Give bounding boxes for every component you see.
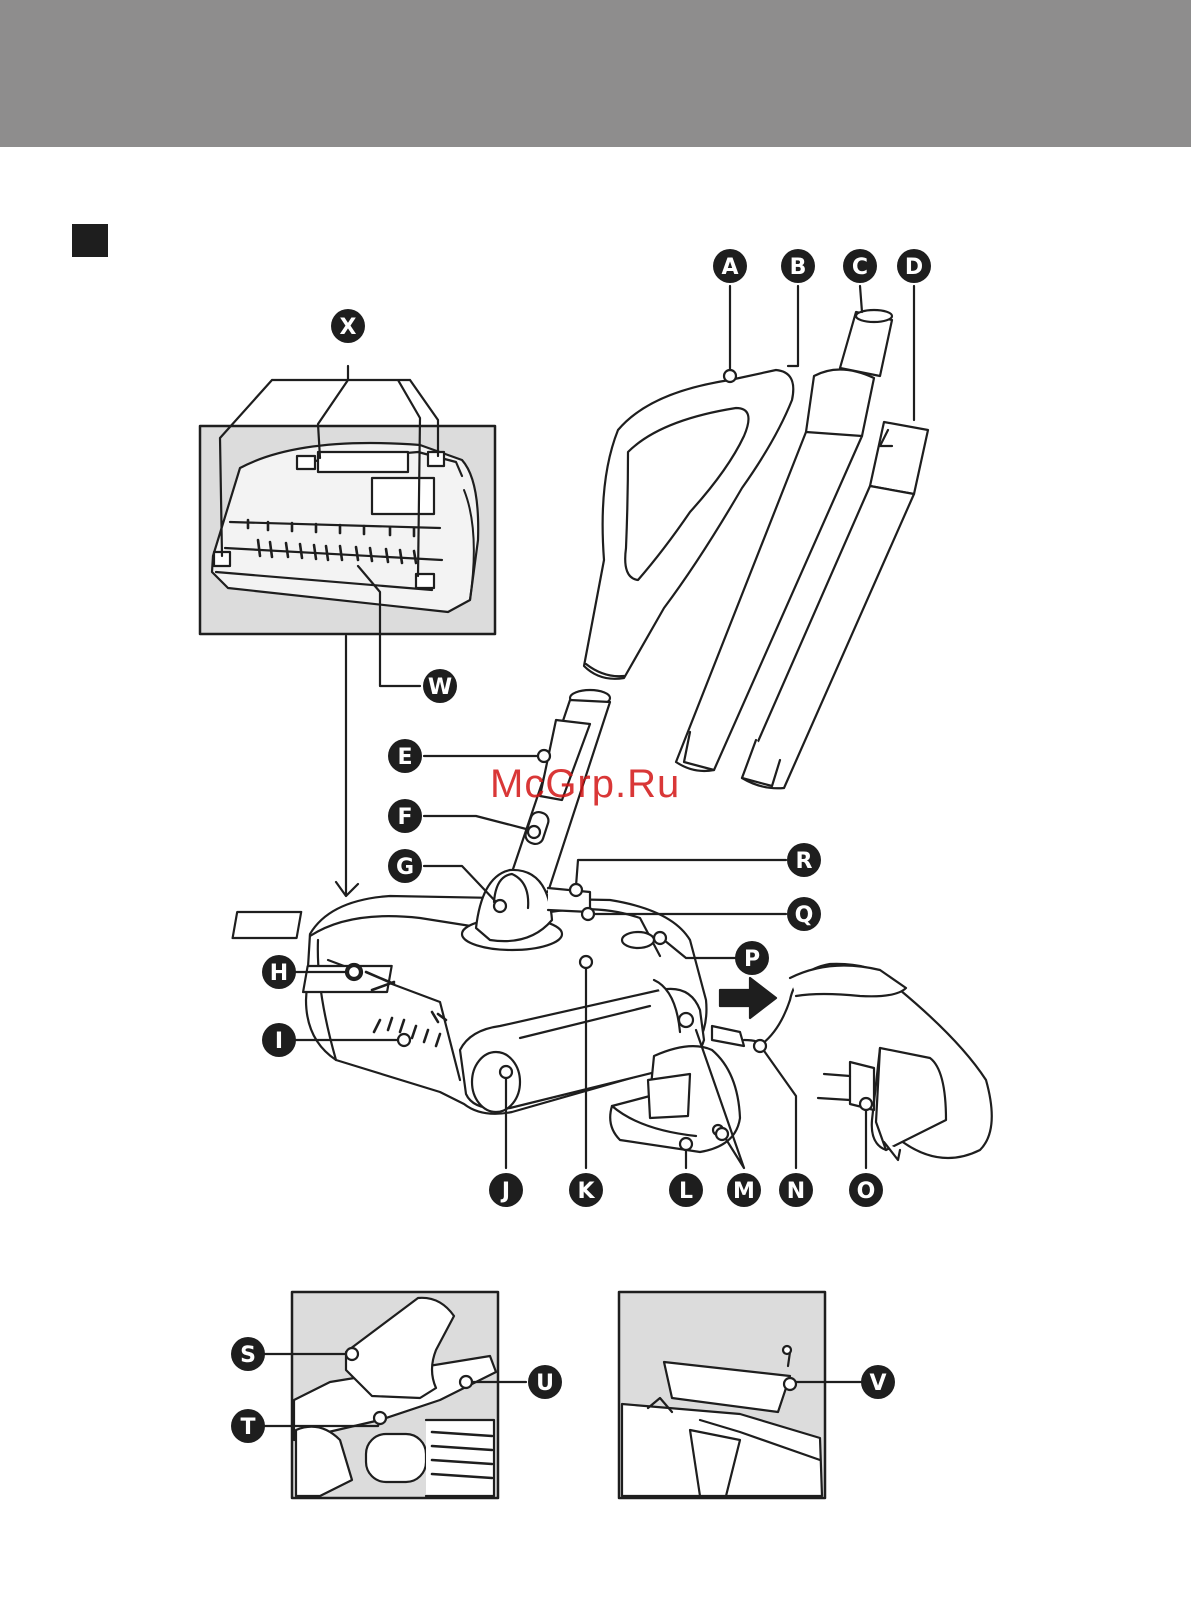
leader-r (576, 860, 786, 886)
callout-p: P (735, 941, 769, 975)
callout-h: H (262, 955, 296, 989)
callout-r: R (787, 843, 821, 877)
inset-bottom-view (200, 426, 495, 634)
watermark: McGrp.Ru (490, 762, 680, 807)
callout-t: T (231, 1409, 265, 1443)
callout-i: I (262, 1023, 296, 1057)
svg-text:E: E (397, 745, 412, 770)
callout-x: X (331, 309, 365, 343)
svg-text:V: V (869, 1371, 886, 1396)
callout-q: Q (787, 897, 821, 931)
svg-text:S: S (240, 1343, 256, 1368)
svg-text:J: J (500, 1179, 510, 1204)
svg-text:T: T (240, 1415, 255, 1440)
inset-arrow (336, 636, 358, 896)
leader-b (788, 286, 798, 366)
callout-d: D (897, 249, 931, 283)
svg-text:I: I (275, 1029, 283, 1054)
svg-text:M: M (733, 1179, 755, 1204)
callout-u: U (528, 1365, 562, 1399)
inset-cover-view (619, 1292, 825, 1498)
svg-text:U: U (536, 1371, 554, 1396)
svg-text:K: K (577, 1179, 595, 1204)
callout-e: E (388, 739, 422, 773)
svg-text:H: H (270, 961, 288, 986)
svg-text:P: P (744, 947, 760, 972)
callout-g: G (388, 849, 422, 883)
svg-text:X: X (340, 315, 357, 340)
svg-text:D: D (905, 255, 923, 280)
leader-c (860, 286, 862, 312)
callout-n: N (779, 1173, 813, 1207)
svg-text:C: C (852, 255, 868, 280)
callout-j: J (489, 1173, 523, 1207)
inset-brush-view (292, 1292, 498, 1498)
callout-s: S (231, 1337, 265, 1371)
callout-w: W (423, 669, 457, 703)
direction-arrow (720, 978, 776, 1018)
callout-f: F (388, 799, 422, 833)
svg-text:L: L (679, 1179, 693, 1204)
callout-m: M (727, 1173, 761, 1207)
leader-f (424, 816, 530, 830)
callout-b: B (781, 249, 815, 283)
svg-text:B: B (790, 255, 807, 280)
svg-text:F: F (397, 805, 412, 830)
callout-c: C (843, 249, 877, 283)
leader-n (762, 1048, 796, 1168)
svg-text:Q: Q (795, 903, 814, 928)
svg-text:W: W (428, 675, 452, 700)
svg-text:A: A (721, 255, 738, 280)
svg-text:O: O (857, 1179, 876, 1204)
callout-l: L (669, 1173, 703, 1207)
svg-text:G: G (396, 855, 414, 880)
callout-a: A (713, 249, 747, 283)
callout-o: O (849, 1173, 883, 1207)
callout-k: K (569, 1173, 603, 1207)
callout-v: V (861, 1365, 895, 1399)
svg-text:R: R (796, 849, 813, 874)
svg-text:N: N (787, 1179, 805, 1204)
